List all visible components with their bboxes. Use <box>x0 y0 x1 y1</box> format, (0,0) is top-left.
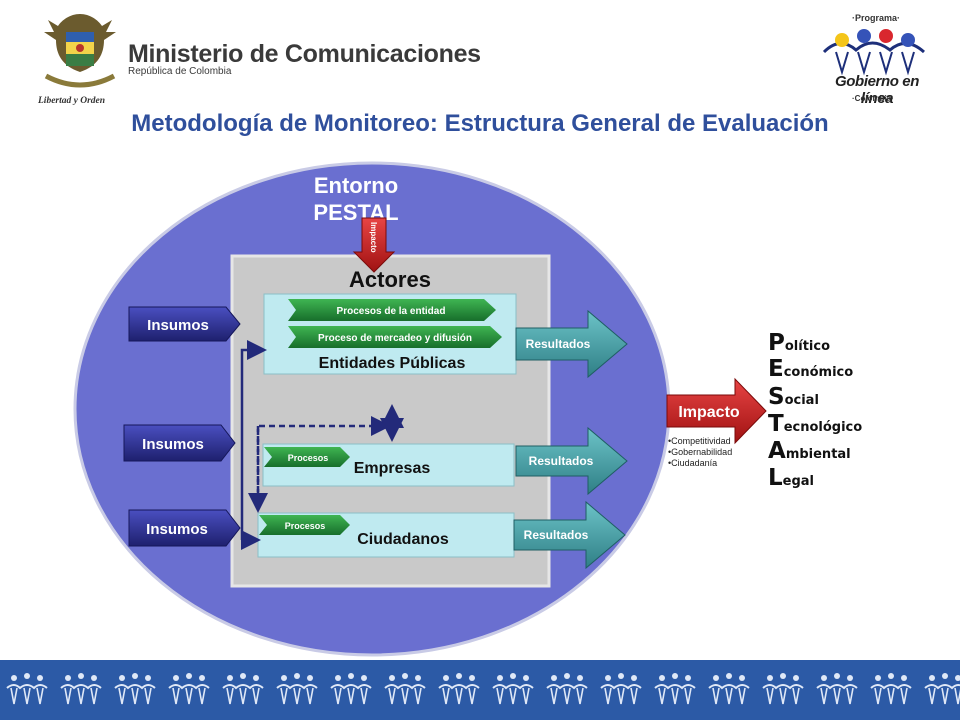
pestal-item-social: Social <box>768 384 819 410</box>
impact-label: Impacto <box>678 404 740 421</box>
input-box-3 <box>128 509 241 547</box>
pestal-initial: T <box>768 411 784 437</box>
results-label-1: Resultados <box>526 337 591 351</box>
motto: Libertad y Orden <box>38 96 106 106</box>
companies-process-arrow <box>264 447 350 467</box>
program-label: ·Programa· <box>852 13 901 23</box>
pestal-initial: E <box>768 356 784 382</box>
results-label-2: Resultados <box>529 454 594 468</box>
entities-process2-arrow <box>288 326 502 348</box>
entities-label: Entidades Públicas <box>319 355 466 372</box>
environment-label-line1: Entorno <box>314 173 398 198</box>
results-arrow-3 <box>513 500 626 570</box>
entities-process1-arrow <box>288 299 496 321</box>
actors-title: Actores <box>349 267 431 292</box>
pestal-rest: mbiental <box>785 447 851 462</box>
pestal-item-economico: Económico <box>768 356 853 382</box>
pestal-item-politico: Político <box>768 330 830 356</box>
pestal-item-legal: Legal <box>768 465 814 491</box>
pestal-item-tecnologico: Tecnológico <box>768 411 862 437</box>
pestal-initial: A <box>768 438 786 464</box>
pestal-initial: S <box>768 384 785 410</box>
results-label-3: Resultados <box>524 528 589 542</box>
pestal-item-ambiental: Ambiental <box>768 438 851 464</box>
citizens-process-label: Procesos <box>285 521 326 531</box>
program-country: ·Colombia· <box>852 94 894 103</box>
ministry-name: Ministerio de Comunicaciones <box>128 40 481 68</box>
pestal-rest: egal <box>782 474 815 489</box>
input-label-2: Insumos <box>142 436 204 453</box>
input-box-1 <box>128 306 241 342</box>
pestal-rest: olítico <box>784 339 831 354</box>
footer-people-pattern <box>0 660 960 720</box>
pestal-rest: conómico <box>783 365 854 380</box>
impact-down-arrow <box>352 217 396 273</box>
input-label-1: Insumos <box>147 317 209 334</box>
results-arrow-2 <box>515 426 628 496</box>
pestal-initial: L <box>768 465 783 491</box>
input-label-3: Insumos <box>146 521 208 538</box>
companies-label: Empresas <box>354 460 431 477</box>
citizens-process-arrow <box>259 515 350 535</box>
entities-process2-label: Proceso de mercadeo y difusión <box>318 333 472 344</box>
impact-item: •Competitividad <box>668 436 731 446</box>
input-box-2 <box>123 424 236 462</box>
dashed-connector <box>256 416 391 505</box>
colombia-coat-of-arms-logo <box>44 14 116 88</box>
footer-banner <box>0 660 960 720</box>
pestal-initial: P <box>768 330 785 356</box>
gobierno-en-linea-logo <box>822 29 925 76</box>
program-name: Gobierno en línea <box>835 73 919 107</box>
pestal-rest: ocial <box>784 393 819 408</box>
impact-item: •Gobernabilidad <box>668 447 733 457</box>
slide-title: Metodología de Monitoreo: Estructura Gen… <box>131 110 829 137</box>
entities-process1-label: Procesos de la entidad <box>337 306 446 317</box>
impact-items: •Competitividad •Gobernabilidad •Ciudada… <box>668 436 732 469</box>
connector-to-entities <box>240 340 267 540</box>
pestal-rest: ecnológico <box>783 420 863 435</box>
citizens-label: Ciudadanos <box>357 531 449 548</box>
results-arrow-1 <box>515 309 628 379</box>
impact-down-arrow-label: Impacto <box>369 222 378 253</box>
companies-process-label: Procesos <box>288 453 329 463</box>
impact-item: •Ciudadanía <box>668 458 718 468</box>
impact-arrow <box>666 377 767 445</box>
ministry-subtitle: República de Colombia <box>128 66 232 77</box>
